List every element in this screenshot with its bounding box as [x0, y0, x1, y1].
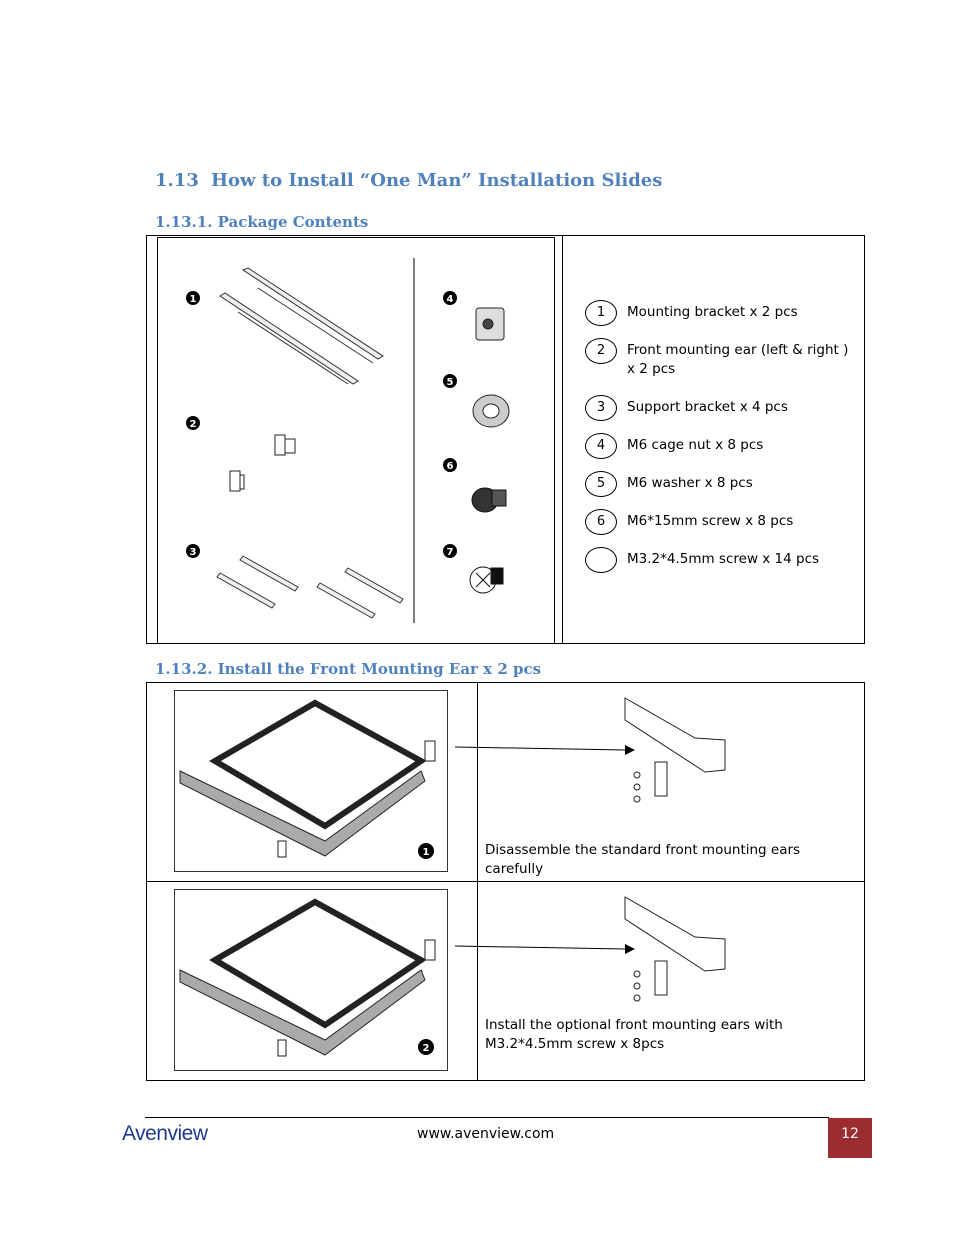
- step-2-caption: Install the optional front mounting ears…: [485, 1017, 783, 1052]
- item-text: Support bracket x 4 pcs: [627, 399, 788, 415]
- page-number: 12: [828, 1118, 872, 1158]
- section-number: 1.13: [155, 170, 199, 191]
- svg-text:2: 2: [423, 1043, 430, 1054]
- badge-4: 4: [443, 291, 457, 305]
- svg-text:2: 2: [190, 419, 197, 430]
- avenview-logo: Avenview: [122, 1122, 208, 1145]
- section-title: How to Install “One Man” Installation Sl…: [211, 170, 663, 191]
- slide-tray-illustration: 1: [179, 699, 436, 859]
- svg-text:1: 1: [423, 847, 430, 858]
- rail-end-detail: [624, 896, 726, 1002]
- badge-3: 3: [186, 544, 200, 558]
- item-number: 5: [585, 471, 617, 497]
- step-2-arrow-detail: [455, 896, 726, 1002]
- svg-text:5: 5: [447, 377, 454, 388]
- svg-text:3: 3: [190, 547, 197, 558]
- footer-url: www.avenview.com: [417, 1126, 555, 1142]
- item-number: 1: [585, 300, 617, 326]
- table-column-divider: [562, 236, 563, 643]
- package-contents-figure: 1 2 3 4 5 6 7: [157, 237, 555, 644]
- m6-screw: [471, 487, 507, 513]
- badge-step-1: 1: [418, 843, 434, 859]
- badge-7: 7: [443, 544, 457, 558]
- badge-6: 6: [443, 458, 457, 472]
- subsection-package-contents-title: 1.13.1. Package Contents: [155, 213, 369, 231]
- badge-2: 2: [186, 416, 200, 430]
- svg-text:6: 6: [447, 461, 454, 472]
- step-1-caption: Disassemble the standard front mounting …: [485, 842, 801, 877]
- badge-5: 5: [443, 374, 457, 388]
- step-1-figure: 1: [174, 690, 448, 872]
- mounting-bracket-rails: [219, 267, 384, 385]
- cage-nut: [475, 307, 505, 341]
- item-text: Mounting bracket x 2 pcs: [627, 304, 798, 320]
- support-brackets: [216, 555, 404, 619]
- footer-divider: [145, 1117, 829, 1118]
- svg-text:1: 1: [190, 294, 197, 305]
- svg-text:7: 7: [447, 547, 454, 558]
- item-number: [585, 547, 617, 573]
- m3-screw: [469, 566, 504, 594]
- step-2-figure: 2: [174, 889, 448, 1071]
- rail-end-detail: [624, 697, 726, 803]
- subsection-install-ear-title: 1.13.2. Install the Front Mounting Ear x…: [155, 660, 542, 678]
- item-text: M6*15mm screw x 8 pcs: [627, 513, 794, 529]
- step-1-arrow-detail: [455, 697, 726, 803]
- item-number: 3: [585, 395, 617, 421]
- item-text: M6 washer x 8 pcs: [627, 475, 753, 491]
- item-number: 2: [585, 338, 617, 364]
- item-text: M3.2*4.5mm screw x 14 pcs: [627, 551, 820, 567]
- svg-text:4: 4: [447, 294, 454, 305]
- badge-1: 1: [186, 291, 200, 305]
- item-text: M6 cage nut x 8 pcs: [627, 437, 764, 453]
- section-heading: 1.13 How to Install “One Man” Installatio…: [155, 170, 662, 191]
- front-mounting-ears: [229, 434, 296, 492]
- package-parts-illustration: 1 2 3 4 5 6 7: [186, 258, 510, 623]
- table-row-divider: [146, 881, 865, 882]
- item-number: 4: [585, 433, 617, 459]
- slide-tray-illustration: 2: [179, 898, 436, 1057]
- badge-step-2: 2: [418, 1039, 434, 1055]
- item-text: Front mounting ear (left & right ) x 2 p…: [627, 342, 849, 377]
- washer: [472, 394, 510, 428]
- item-number: 6: [585, 509, 617, 535]
